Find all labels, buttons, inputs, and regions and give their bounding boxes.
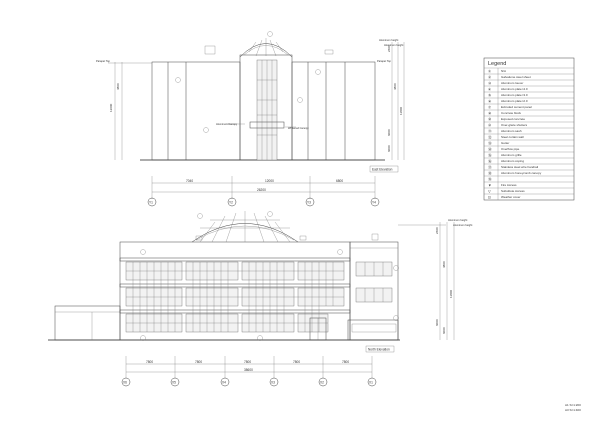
legend-item-label: Aluminum grille [501, 153, 522, 157]
vertical-dim: 6000 [435, 319, 439, 326]
legend-key: ② [488, 75, 491, 79]
vertical-dim: 6000 [387, 145, 391, 152]
legend-item-label: Stainless steel wire handrail [501, 165, 539, 169]
horizontal-dim: 7800 [195, 360, 202, 364]
legend-key: ⑬ [488, 140, 492, 145]
canopy-label: Aluminum Canopy [216, 122, 238, 126]
legend-key: ⑭ [488, 146, 492, 151]
level-label: Parapet Top [96, 59, 110, 63]
legend-item-label: Gutter [501, 141, 509, 145]
legend-item-label: N/A [501, 69, 506, 73]
north-elevation: Aluminum height Aluminum height 2600 480… [48, 211, 473, 387]
horizontal-dim: 7800 [342, 360, 349, 364]
grid-axis-label: Y4 [372, 200, 376, 204]
roof-label: Aluminum height [453, 223, 473, 227]
vertical-dim: 6000 [387, 129, 391, 136]
legend-key: ① [488, 69, 491, 73]
vertical-dim: 2600 [435, 227, 439, 234]
vertical-dim: 11800 [399, 107, 403, 115]
legend-key: ⑲ [488, 176, 492, 181]
total-dim: 38600 [244, 368, 253, 372]
scale-note: A1 S=1:200 [565, 403, 581, 407]
legend-item-label: Galvalume steel sheet [501, 75, 531, 79]
legend-key: ④ [488, 87, 491, 91]
vertical-dim: 4800 [393, 83, 397, 90]
north-elevation-title: North Elevation [368, 348, 390, 352]
grid-axis-label: X1 [369, 380, 373, 384]
vertical-dim: 4800 [442, 261, 446, 268]
grid-axis-label: Y2 [229, 200, 233, 204]
east-elevation: Aluminum Canopy Whitened Canopy Parapet … [96, 31, 405, 207]
legend-key: ▽ [488, 189, 491, 193]
legend-item-label: Aluminum honeycomb canopy [501, 171, 542, 175]
legend-item-label: Weather cover [501, 195, 520, 199]
legend-item-label: Aluminum coping [501, 159, 524, 163]
legend-key: ⑤ [488, 93, 492, 97]
legend-item-label: Aluminum louver [501, 81, 523, 85]
vertical-dim: 12000 [109, 103, 113, 112]
legend-item-label: Aluminum plate t4.0 [501, 87, 528, 91]
legend-item-label: Concrete block [501, 111, 522, 115]
legend-key: ⑮ [488, 152, 492, 157]
legend-item-label: Overflow pipe [501, 147, 520, 151]
legend-key: ▼ [488, 183, 492, 187]
legend: Legend ① N/A ② Galvalume steel sheet ③ Alumin… [483, 57, 575, 201]
grid-axis-label: X4 [222, 380, 226, 384]
legend-key: ⑩ [488, 123, 491, 127]
vertical-dim: 6000 [442, 327, 446, 334]
legend-rows: ① N/A ② Galvalume steel sheet ③ Aluminum louv… [484, 67, 574, 199]
legend-item-label: Extruded cement panel [501, 105, 532, 109]
legend-title: Legend [488, 61, 506, 67]
legend-item-label: Over-glaze shutters [501, 123, 528, 127]
east-elevation-title: East Elevation [372, 168, 393, 172]
grid-axis-label: Y3 [307, 200, 311, 204]
legend-item-label: Steel curtain wall [501, 135, 524, 139]
vertical-dim: 11800 [449, 290, 453, 298]
legend-key: ⑦ [488, 105, 491, 109]
legend-key: ⑥ [488, 99, 492, 103]
legend-key: ⑧ [488, 111, 492, 115]
grid-axis-label: X6 [123, 380, 127, 384]
grid-axis-label: X3 [271, 380, 275, 384]
legend-key: ⑯ [488, 158, 492, 163]
legend-key: ③ [488, 81, 491, 85]
horizontal-dim: 6800 [336, 179, 343, 183]
legend-item-label: Aluminum plate t3.0 [501, 93, 528, 97]
legend-key: ⑨ [488, 117, 492, 121]
legend-item-label: Exposed concrete [501, 117, 525, 121]
legend-key: ⊡ [488, 195, 491, 199]
roof-label: Aluminum height [384, 43, 404, 47]
roof-label: Aluminum height [379, 38, 399, 42]
legend-item-label: Aluminum plate t2.0 [501, 99, 528, 103]
vertical-dim: 4800 [116, 83, 120, 90]
horizontal-dim: 7800 [293, 360, 300, 364]
grid-axis-label: X2 [320, 380, 324, 384]
horizontal-dim: 12000 [265, 179, 274, 183]
roof-label: Aluminum height [448, 218, 468, 222]
total-dim: 26200 [257, 188, 266, 192]
horizontal-dim: 7800 [244, 360, 251, 364]
level-label: Parapet Top [377, 59, 391, 63]
horizontal-dim: 7800 [146, 360, 153, 364]
grid-axis-label: X5 [172, 380, 176, 384]
legend-key: ⑪ [488, 128, 492, 133]
legend-key: ⑫ [488, 134, 492, 139]
scale-note: A3 S=1:400 [565, 408, 581, 412]
legend-item-label: Substitute Access [501, 189, 525, 193]
legend-item-label: Aluminum sash [501, 129, 522, 133]
horizontal-dim: 7040 [186, 179, 193, 183]
legend-key: ⑱ [488, 170, 492, 175]
grid-axis-label: Y1 [149, 200, 153, 204]
vertical-dim: 2600 [387, 45, 391, 52]
legend-key: ⑰ [488, 164, 492, 169]
canopy-label: Whitened Canopy [288, 126, 309, 130]
legend-item-label: Fire Access [501, 183, 517, 187]
